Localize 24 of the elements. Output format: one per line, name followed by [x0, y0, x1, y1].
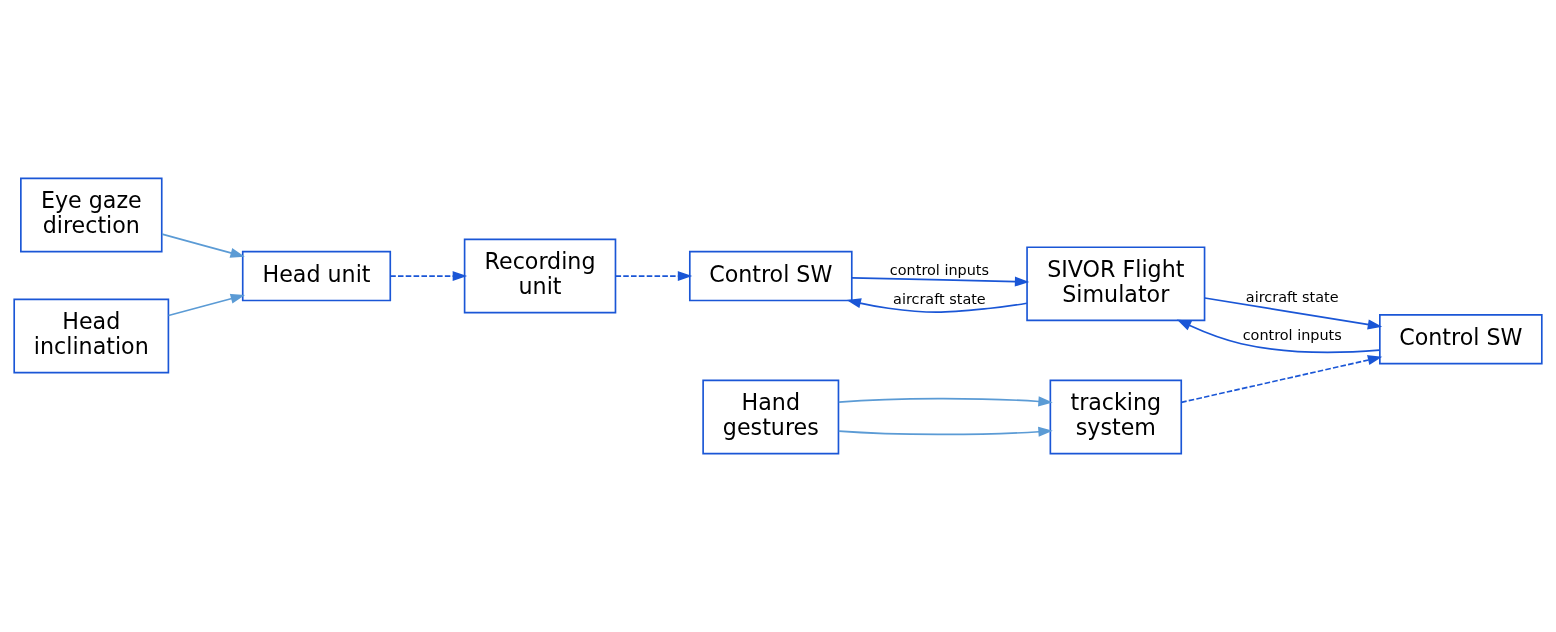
node-box: Head unit	[241, 250, 392, 302]
node-box: Eye gaze direction	[20, 177, 163, 253]
node-box: Hand gestures	[702, 379, 840, 455]
arrow	[1176, 319, 1381, 354]
arrow	[1203, 297, 1383, 330]
arrow	[614, 271, 693, 282]
edge-label: control inputs	[889, 262, 989, 279]
node-box: Recording unit	[463, 238, 617, 314]
node-box: Head inclination	[13, 298, 170, 374]
arrow	[837, 426, 1053, 437]
node-box: SIVOR Flight Simulator	[1026, 246, 1206, 322]
node-box: Control SW	[688, 250, 853, 302]
arrow	[167, 293, 246, 317]
arrow	[837, 396, 1053, 407]
edge-label: aircraft state	[893, 291, 986, 308]
node-box: Control SW	[1379, 314, 1543, 365]
arrow	[851, 276, 1030, 287]
arrow	[1180, 355, 1383, 404]
edge-label: control inputs	[1242, 326, 1342, 343]
edge-label: aircraft state	[1245, 289, 1339, 306]
arrow	[846, 298, 1028, 313]
node-box: tracking system	[1049, 379, 1183, 455]
arrow	[161, 233, 245, 258]
arrow	[389, 271, 468, 282]
